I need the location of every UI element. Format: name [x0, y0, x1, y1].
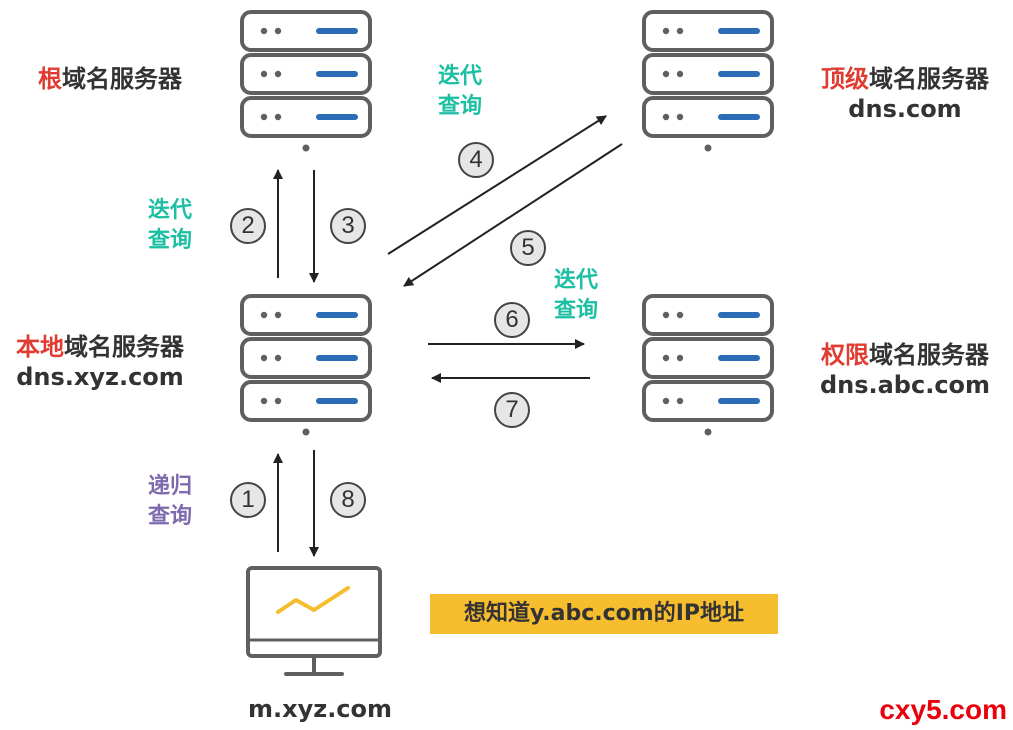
step-1-badge: 1	[230, 482, 266, 518]
query-line-2: 查询	[147, 504, 192, 529]
query-line-1: 迭代	[147, 198, 192, 223]
step-5-badge: 5	[510, 230, 546, 266]
step-2-badge: 2	[230, 208, 266, 244]
tld-server-label: 顶级域名服务器 dns.com	[800, 64, 1010, 124]
recursive-query-label: 递归 查询	[140, 472, 200, 532]
local-label-highlight: 本地	[16, 333, 64, 361]
local-server-label: 本地域名服务器 dns.xyz.com	[0, 332, 200, 392]
authoritative-server-icon	[642, 294, 774, 438]
root-server-label: 根域名服务器	[38, 64, 182, 94]
step-4-badge: 4	[458, 142, 494, 178]
query-line-1: 迭代	[437, 64, 482, 89]
tld-label-rest: 域名服务器	[869, 65, 989, 93]
iterative-query-label-authoritative: 迭代 查询	[546, 266, 606, 326]
query-line-2: 查询	[147, 228, 192, 253]
authoritative-label-highlight: 权限	[821, 341, 869, 369]
query-line-2: 查询	[553, 298, 598, 323]
query-line-2: 查询	[437, 94, 482, 119]
step-7-badge: 7	[494, 392, 530, 428]
local-label-rest: 域名服务器	[64, 333, 184, 361]
local-host: dns.xyz.com	[16, 363, 184, 391]
arrow-step-5	[403, 143, 623, 287]
step-6-badge: 6	[494, 302, 530, 338]
arrow-step-4	[387, 115, 607, 255]
computer-icon	[246, 566, 382, 676]
tld-host: dns.com	[848, 95, 962, 123]
query-line-1: 递归	[147, 474, 192, 499]
iterative-query-label-root: 迭代 查询	[140, 196, 200, 256]
authoritative-server-label: 权限域名服务器 dns.abc.com	[800, 340, 1010, 400]
step-8-badge: 8	[330, 482, 366, 518]
tld-server-icon	[642, 10, 774, 154]
step-3-badge: 3	[330, 208, 366, 244]
client-host: m.xyz.com	[247, 695, 393, 723]
tld-label-highlight: 顶级	[821, 65, 869, 93]
root-server-icon	[240, 10, 372, 154]
watermark: cxy5.com	[879, 694, 1007, 725]
query-note: 想知道y.abc.com的IP地址	[430, 594, 778, 634]
root-label-highlight: 根	[38, 65, 62, 93]
query-line-1: 迭代	[553, 268, 598, 293]
iterative-query-label-tld: 迭代 查询	[430, 62, 490, 122]
local-server-icon	[240, 294, 372, 438]
root-label-rest: 域名服务器	[62, 65, 182, 93]
authoritative-label-rest: 域名服务器	[869, 341, 989, 369]
authoritative-host: dns.abc.com	[819, 371, 991, 399]
